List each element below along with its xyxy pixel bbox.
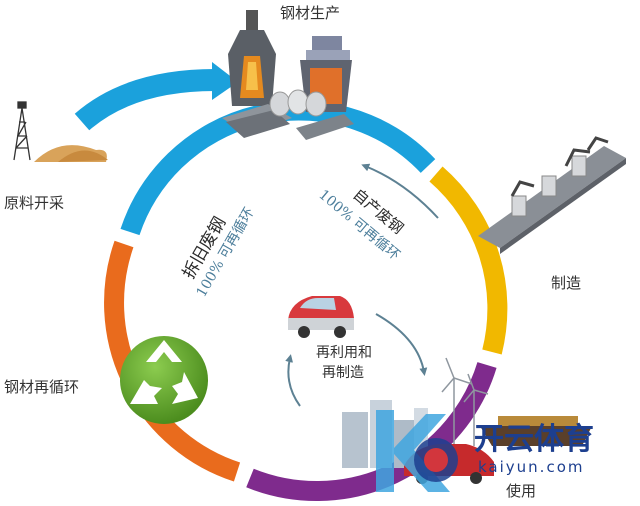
watermark-url: kaiyun.com <box>478 458 585 476</box>
ship-icon <box>480 416 592 446</box>
robot-assembly-line-icon <box>478 136 626 254</box>
stage-label-mining: 原料开采 <box>4 194 65 212</box>
oil-rig-icon <box>13 101 31 161</box>
stage-label-steel-production: 钢材生产 <box>280 4 341 22</box>
stage-label-recycling: 钢材再循环 <box>4 378 80 396</box>
steel-coils-icon <box>222 89 354 140</box>
wind-turbine-icon <box>441 357 489 446</box>
reuse-label-line1: 再利用和 <box>316 345 372 361</box>
stage-label-use: 使用 <box>506 482 537 500</box>
mining-arc-arrowhead <box>212 62 238 100</box>
stage-label-manufacturing: 制造 <box>551 274 582 292</box>
reuse-arrow-left <box>285 354 301 407</box>
reuse-label-line2: 再制造 <box>322 365 364 381</box>
watermark-brand: 开云体育 <box>474 422 594 457</box>
recycle-icon <box>120 336 208 424</box>
watermark-logo-icon <box>376 410 458 492</box>
own-scrap-arrow <box>361 163 439 219</box>
mining-to-production-arc <box>74 69 216 131</box>
car-icon <box>288 296 354 338</box>
ring-segment-yellow <box>429 166 508 355</box>
blast-furnace-icon <box>228 10 276 106</box>
sand-pile-icon <box>34 145 108 162</box>
reuse-arrow-right <box>375 313 428 376</box>
